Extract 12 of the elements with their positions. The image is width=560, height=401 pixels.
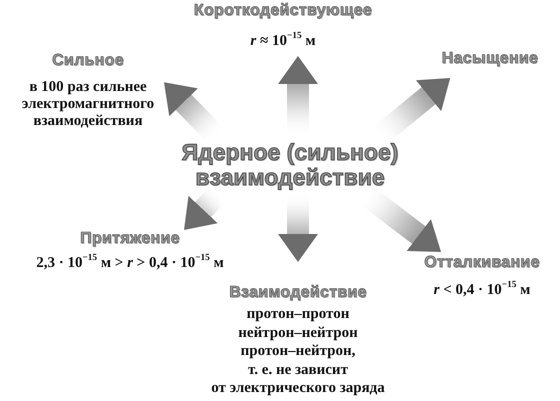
description-text: r ≈ 10$^{−15}$ м	[250, 31, 316, 51]
central-title: Ядерное (сильное) взаимодействие	[182, 140, 398, 190]
heading-label: Короткодействующее	[194, 2, 372, 20]
heading-label: Насыщение	[442, 50, 538, 68]
heading-label: Взаимодействие	[229, 284, 367, 302]
description-text: в 100 раз сильнее электромагнитного взаимодействия	[22, 79, 154, 130]
heading-label: Сильное	[52, 52, 124, 70]
heading-label: Притяжение	[80, 230, 180, 248]
description-text: r < 0,4 · 10$^{−15}$ м	[434, 279, 530, 300]
heading-label: Отталкивание	[424, 254, 540, 272]
description-text: протон–протон нейтрон–нейтрон протон–нейтрон, т. е. не зависит от электрического заряда	[211, 305, 385, 398]
description-text: 2,3 · 10$^{−15}$ м > r > 0,4 · 10$^{−15}$ м	[36, 252, 224, 273]
